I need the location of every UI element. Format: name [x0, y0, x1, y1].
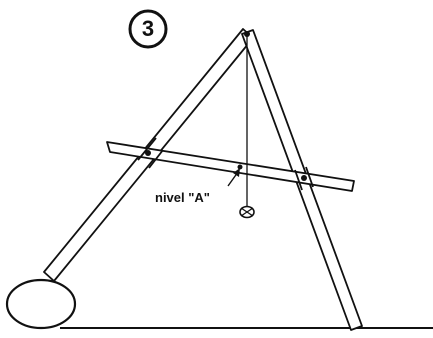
left-leg-edge-over-crossbar	[137, 137, 157, 161]
right-joint-nail	[301, 175, 307, 181]
plumb-bob	[239, 205, 255, 219]
step-number: 3	[142, 16, 154, 41]
level-label: nivel "A"	[155, 190, 210, 205]
step-number-circle	[128, 9, 168, 49]
support-stone	[5, 278, 77, 330]
apex-nail	[244, 31, 250, 37]
left-leg-edge-over-crossbar-2	[148, 149, 164, 169]
right-leg-edge-over-crossbar	[294, 169, 303, 191]
level-pointer-arrowhead	[233, 168, 240, 177]
left-joint-nail	[145, 150, 151, 156]
level-mark	[237, 164, 243, 170]
right-leg-edge-over-crossbar-2	[305, 166, 314, 188]
crossbar	[106, 141, 355, 192]
